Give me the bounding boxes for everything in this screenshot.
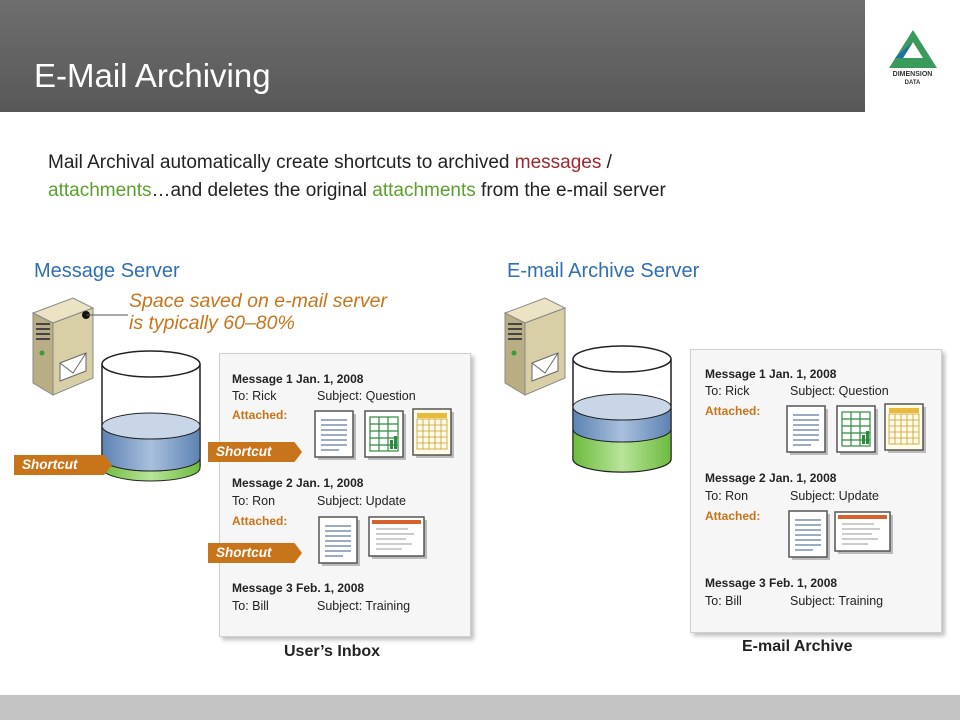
inbox-message-1-line: To: Rick Subject: Question	[232, 389, 416, 403]
archive-server-title: E-mail Archive Server	[507, 260, 700, 282]
inbox-message-2-line: To: Ron Subject: Update	[232, 494, 406, 508]
inbox-message-1-subject: Subject: Question	[317, 389, 416, 403]
archive-message-3-line: To: Bill Subject: Training	[705, 594, 883, 608]
archive-message-2-header: Message 2 Jan. 1, 2008	[705, 471, 837, 485]
archive-message-1-header: Message 1 Jan. 1, 2008	[705, 367, 837, 381]
space-note-line1: Space saved on e-mail server	[129, 290, 387, 312]
archive-message-3-subject: Subject: Training	[790, 594, 884, 608]
database-cylinder-icon	[572, 345, 672, 473]
presentation-icon	[368, 516, 428, 560]
footer-bar	[0, 695, 960, 720]
archive-message-1-attached: Attached:	[705, 404, 761, 418]
users-inbox-panel	[219, 353, 471, 637]
message-server-title: Message Server	[34, 260, 180, 282]
space-note-line2: is typically 60–80%	[129, 312, 295, 334]
slide-header: E-Mail Archiving	[0, 0, 865, 112]
shortcut-tag-message-1: Shortcut	[208, 442, 302, 462]
server-icon	[504, 297, 566, 396]
database-cylinder-icon	[101, 350, 201, 482]
archive-message-1-to: To: Rick	[705, 384, 750, 398]
intro-messages: messages	[514, 152, 602, 173]
archive-message-2-attached: Attached:	[705, 509, 761, 523]
spreadsheet-icon	[364, 410, 408, 462]
intro-attachments-1: attachments	[48, 180, 152, 201]
presentation-icon	[834, 511, 894, 555]
space-saved-note: Space saved on e-mail server is typicall…	[129, 290, 387, 334]
archive-message-2-to: To: Ron	[705, 489, 749, 503]
page-title: E-Mail Archiving	[34, 57, 271, 94]
inbox-message-3-to: To: Bill	[232, 599, 269, 613]
logo-area: DIMENSION DATA	[865, 0, 960, 112]
email-archive-caption: E-mail Archive	[742, 638, 853, 655]
logo-subtext: DATA	[904, 80, 921, 86]
intro-attachments-2: attachments	[372, 180, 476, 201]
archive-message-1-line: To: Rick Subject: Question	[705, 384, 889, 398]
connector-line	[82, 311, 128, 319]
inbox-message-2-header: Message 2 Jan. 1, 2008	[232, 476, 364, 490]
dimension-data-logo	[889, 30, 937, 68]
intro-part2: …and deletes the original	[151, 180, 373, 201]
inbox-message-2-subject: Subject: Update	[317, 494, 406, 508]
intro-part1: Mail Archival automatically create short…	[48, 152, 515, 173]
spreadsheet-icon	[836, 405, 880, 457]
inbox-message-1-to: To: Rick	[232, 389, 277, 403]
inbox-message-2-attached: Attached:	[232, 514, 288, 528]
archive-message-3-header: Message 3 Feb. 1, 2008	[705, 576, 838, 590]
calendar-icon	[884, 403, 928, 455]
document-icon	[314, 410, 358, 462]
inbox-message-3-line: To: Bill Subject: Training	[232, 599, 410, 613]
inbox-message-1-header: Message 1 Jan. 1, 2008	[232, 372, 364, 386]
calendar-icon	[412, 408, 456, 460]
intro-slash: /	[601, 152, 612, 173]
archive-message-2-line: To: Ron Subject: Update	[705, 489, 879, 503]
intro-part3: from the e-mail server	[475, 180, 666, 201]
inbox-message-3-header: Message 3 Feb. 1, 2008	[232, 581, 365, 595]
shortcut-tag-message-2: Shortcut	[208, 543, 302, 563]
email-archive-panel	[690, 349, 942, 633]
logo-text: DIMENSION	[892, 71, 933, 78]
archive-message-1-subject: Subject: Question	[790, 384, 889, 398]
archive-message-2-subject: Subject: Update	[790, 489, 879, 503]
document-icon	[786, 405, 830, 457]
archive-message-3-to: To: Bill	[705, 594, 742, 608]
shortcut-tag-server: Shortcut	[14, 455, 112, 475]
intro-text: Mail Archival automatically create short…	[48, 149, 908, 205]
inbox-message-2-to: To: Ron	[232, 494, 276, 508]
document-icon	[318, 516, 362, 568]
inbox-message-1-attached: Attached:	[232, 408, 288, 422]
users-inbox-caption: User’s Inbox	[284, 643, 381, 660]
inbox-message-3-subject: Subject: Training	[317, 599, 411, 613]
document-icon	[788, 510, 832, 562]
